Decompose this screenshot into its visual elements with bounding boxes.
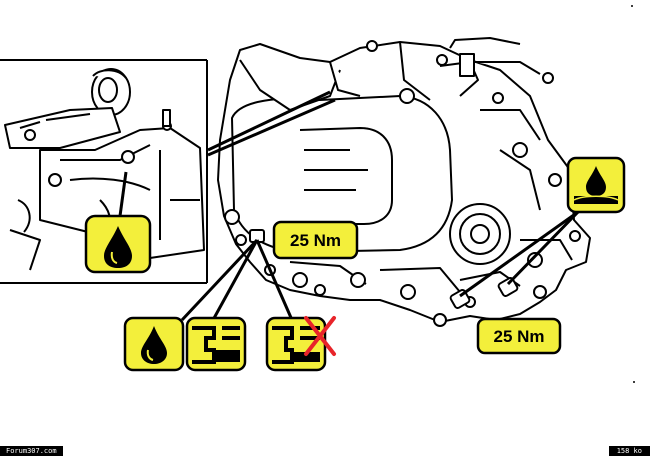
inset-bracket-drawing: [4, 68, 205, 271]
cross-icon: [304, 316, 336, 356]
oil-drop-icon: [123, 316, 185, 372]
torque-badge: 25 Nm: [272, 220, 359, 260]
plug-filled-icon: [185, 316, 247, 372]
scan-specks: [631, 5, 635, 383]
footer-site-label: Forum307.com: [0, 446, 63, 456]
inset-frame: [0, 59, 208, 284]
oil-level-tray-icon: [566, 156, 626, 214]
torque-label: 25 Nm: [493, 327, 544, 346]
gearbox-illustration: 25 Nm 25 Nm: [0, 5, 635, 383]
torque-label: 25 Nm: [290, 231, 341, 250]
leader-lines: [118, 90, 580, 322]
torque-badge: 25 Nm: [476, 317, 562, 355]
footer-size-label: 158 ko: [608, 446, 650, 456]
oil-drop-icon: [84, 214, 152, 274]
